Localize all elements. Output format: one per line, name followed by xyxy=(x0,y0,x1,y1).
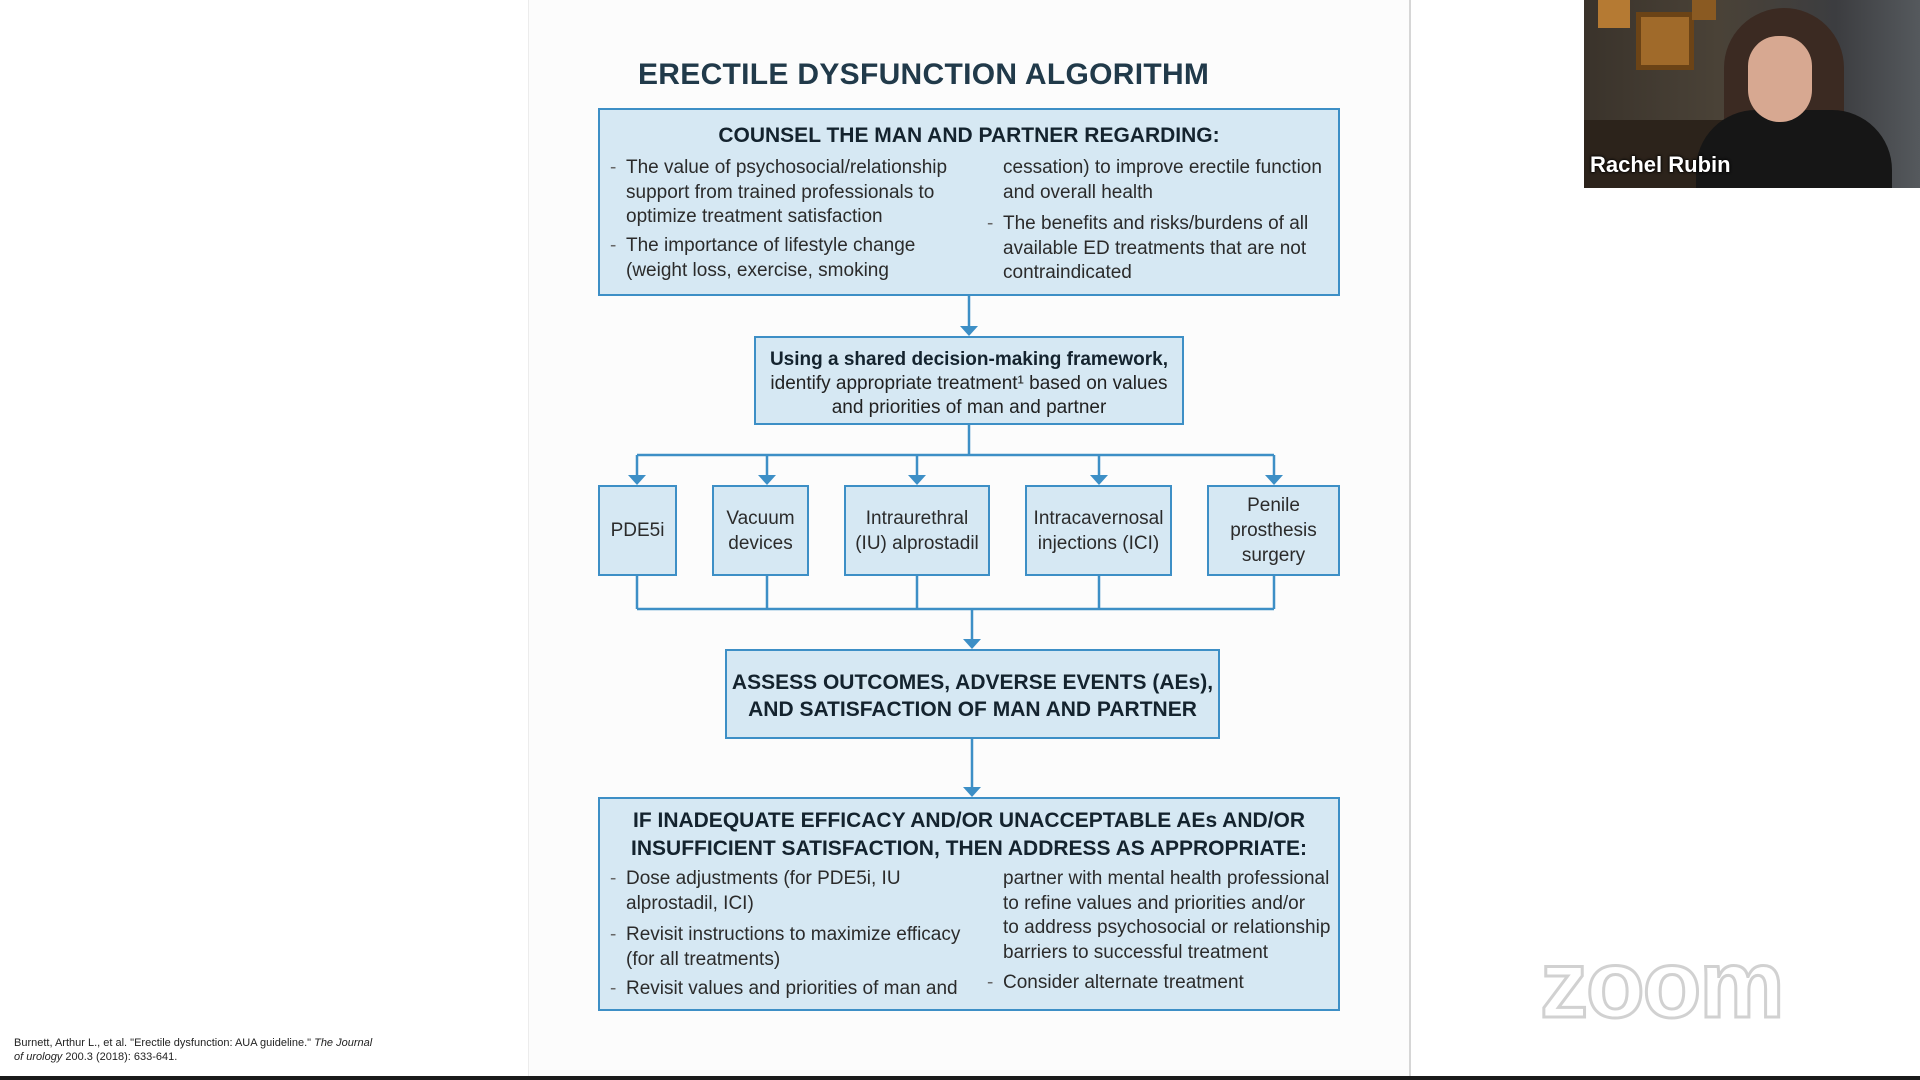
shared-decision-bold: Using a shared decision-making framework… xyxy=(769,349,1169,370)
treatment-vacuum-devices: Vacuum devices xyxy=(712,485,809,576)
shared-decision-box: Using a shared decision-making framework… xyxy=(754,336,1184,425)
wall-picture xyxy=(1598,0,1630,28)
shared-decision-line-3: and priorities of man and partner xyxy=(831,397,1107,418)
bottom-edge xyxy=(0,1076,1920,1080)
counsel-bullet-1: - The value of psychosocial/relationship… xyxy=(610,157,948,227)
assess-line-1: ASSESS OUTCOMES, ADVERSE EVENTS (AEs), xyxy=(731,671,1214,694)
counsel-box: COUNSEL THE MAN AND PARTNER REGARDING: -… xyxy=(598,108,1340,296)
treatment-pde5i: PDE5i xyxy=(598,485,677,576)
treatment-intraurethral-alprostadil: Intraurethral (IU) alprostadil xyxy=(844,485,990,576)
participant-name: Rachel Rubin xyxy=(1590,152,1731,177)
wall-picture xyxy=(1692,0,1716,20)
zoom-watermark-logo: zoom xyxy=(1539,930,1787,1040)
counsel-bullet-3: - The benefits and risks/burdens of all … xyxy=(987,213,1309,283)
address-box: IF INADEQUATE EFFICACY AND/OR UNACCEPTAB… xyxy=(598,797,1340,1011)
counsel-bullet-2-continued: cessation) to improve erectile function … xyxy=(1003,157,1322,203)
slide-left-margin xyxy=(0,0,528,1076)
address-bullet-2: - Revisit instructions to maximize effic… xyxy=(610,924,961,970)
participant-face xyxy=(1748,36,1812,122)
participant-video-tile[interactable]: Rachel Rubin xyxy=(1584,0,1920,188)
address-bullet-1: - Dose adjustments (for PDE5i, IU alpros… xyxy=(610,868,901,914)
address-bullet-3-continued: partner with mental health professional … xyxy=(1003,868,1331,963)
assess-outcomes-box: ASSESS OUTCOMES, ADVERSE EVENTS (AEs), A… xyxy=(725,649,1220,739)
address-heading-1: IF INADEQUATE EFFICACY AND/OR UNACCEPTAB… xyxy=(632,809,1306,832)
assess-line-2: AND SATISFACTION OF MAN AND PARTNER xyxy=(748,698,1197,721)
citation: Burnett, Arthur L., et al. "Erectile dys… xyxy=(14,1037,373,1063)
counsel-bullet-2: - The importance of lifestyle change (we… xyxy=(610,235,916,281)
slide-title: ERECTILE DYSFUNCTION ALGORITHM xyxy=(638,58,1210,91)
address-bullet-4: - Consider alternate treatment xyxy=(987,972,1244,993)
wall-picture xyxy=(1636,12,1694,70)
treatment-penile-prosthesis-surgery: Penile prosthesis surgery xyxy=(1207,485,1340,576)
treatment-intracavernosal-injections: Intracavernosal injections (ICI) xyxy=(1025,485,1172,576)
counsel-heading: COUNSEL THE MAN AND PARTNER REGARDING: xyxy=(718,124,1220,147)
shared-decision-line-2: identify appropriate treatment¹ based on… xyxy=(770,373,1168,394)
address-bullet-3: - Revisit values and priorities of man a… xyxy=(610,978,958,999)
address-heading-2: INSUFFICIENT SATISFACTION, THEN ADDRESS … xyxy=(631,837,1307,860)
